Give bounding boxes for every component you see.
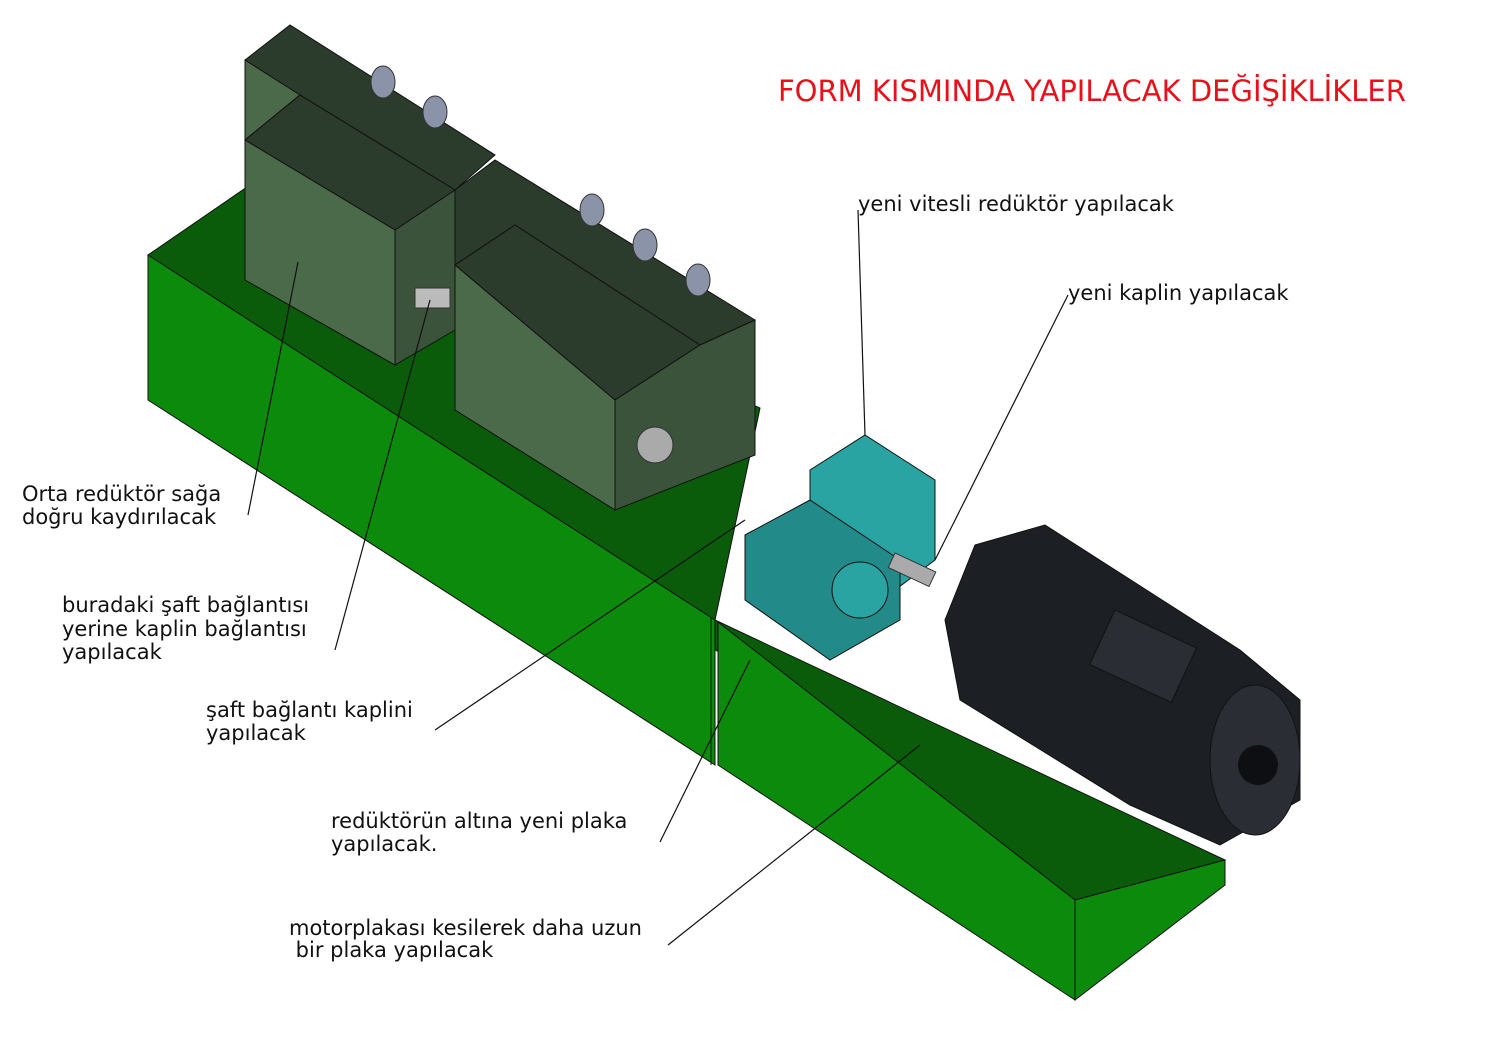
label-reducer-plate-2: yapılacak. (331, 832, 437, 856)
label-middle-reducer-1: Orta redüktör sağa (22, 482, 221, 506)
label-motor-plate-1: motorplakası kesilerek daha uzun (289, 916, 642, 940)
label-new-gear-reducer: yeni vitesli redüktör yapılacak (858, 192, 1175, 216)
flanges (370, 65, 711, 309)
new-gear-reducer (744, 434, 937, 661)
label-shaft-connection-1: buradaki şaft bağlantısı (62, 593, 309, 617)
label-shaft-coupling-1: şaft bağlantı kaplini (206, 698, 413, 722)
motor (944, 524, 1301, 846)
label-middle-reducer-2: doğru kaydırılacak (22, 505, 217, 529)
label-shaft-coupling-2: yapılacak (206, 721, 307, 745)
label-shaft-connection-3: yapılacak (62, 640, 163, 664)
base-plate (147, 184, 1227, 1002)
label-motor-plate-2: bir plaka yapılacak (289, 938, 494, 962)
drawing-title: FORM KISMINDA YAPILACAK DEĞİŞİKLİKLER (778, 74, 1406, 108)
leader-lines (247, 209, 1069, 946)
gearbox-2 (454, 159, 757, 511)
label-shaft-connection-2: yerine kaplin bağlantısı (62, 617, 307, 641)
label-new-coupling: yeni kaplin yapılacak (1068, 281, 1289, 305)
middle-gearbox (244, 24, 496, 366)
label-reducer-plate-1: redüktörün altına yeni plaka (331, 809, 627, 833)
